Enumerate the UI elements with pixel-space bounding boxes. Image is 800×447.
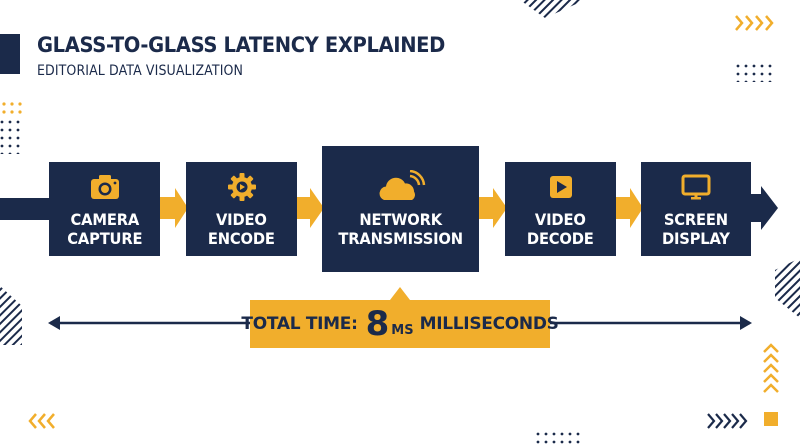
stage-camera-capture: CAMERA CAPTURE xyxy=(49,162,160,256)
dots-top-right xyxy=(735,60,775,82)
stripes-left xyxy=(0,286,22,345)
stage-video-decode: VIDEO DECODE xyxy=(505,162,616,256)
stage-label: NETWORK TRANSMISSION xyxy=(338,210,463,248)
total-suffix: MILLISECONDS xyxy=(419,314,559,334)
chevrons-bottom-right xyxy=(707,413,748,429)
stage-video-encode: VIDEO ENCODE xyxy=(186,162,297,256)
total-unit: MS xyxy=(391,323,414,338)
chevrons-bottom-left xyxy=(28,413,55,429)
stage-screen-display: SCREEN DISPLAY xyxy=(641,162,751,256)
camera-icon xyxy=(90,175,119,199)
stage-label: SCREEN DISPLAY xyxy=(662,210,730,248)
stripes-right xyxy=(775,258,800,318)
stage-label: VIDEO DECODE xyxy=(527,210,594,248)
total-pointer xyxy=(390,287,410,300)
total-value: 8 xyxy=(365,304,390,344)
pipeline-start-bar xyxy=(0,198,50,220)
page-title: GLASS-TO-GLASS LATENCY EXPLAINED xyxy=(37,33,445,57)
total-time-badge: TOTAL TIME: 8 MS MILLISECONDS xyxy=(241,300,559,348)
header-accent-bar xyxy=(0,34,20,74)
play-icon xyxy=(549,176,572,198)
dots-left xyxy=(2,102,22,114)
arrow-2 xyxy=(297,188,324,228)
monitor-icon xyxy=(681,174,711,200)
dots-bottom xyxy=(536,429,582,445)
page-subtitle: EDITORIAL DATA VISUALIZATION xyxy=(37,63,244,79)
gold-square xyxy=(764,412,778,426)
arrow-4 xyxy=(616,188,643,228)
cloud-wifi-icon xyxy=(379,170,425,200)
stage-label: VIDEO ENCODE xyxy=(208,210,275,248)
arrow-1 xyxy=(160,188,188,228)
chevrons-right-vertical xyxy=(763,343,779,393)
stage-label: CAMERA CAPTURE xyxy=(66,210,143,248)
stripes-top-right xyxy=(520,0,585,18)
chevrons-top-right xyxy=(735,15,774,31)
gear-icon xyxy=(227,173,256,201)
pipeline-end-arrow xyxy=(751,186,778,230)
total-prefix: TOTAL TIME: xyxy=(241,314,358,334)
dots-left-navy xyxy=(0,120,24,154)
stage-network-transmission: NETWORK TRANSMISSION xyxy=(322,146,479,272)
arrow-3 xyxy=(479,188,507,228)
connector-arrows xyxy=(160,188,643,228)
